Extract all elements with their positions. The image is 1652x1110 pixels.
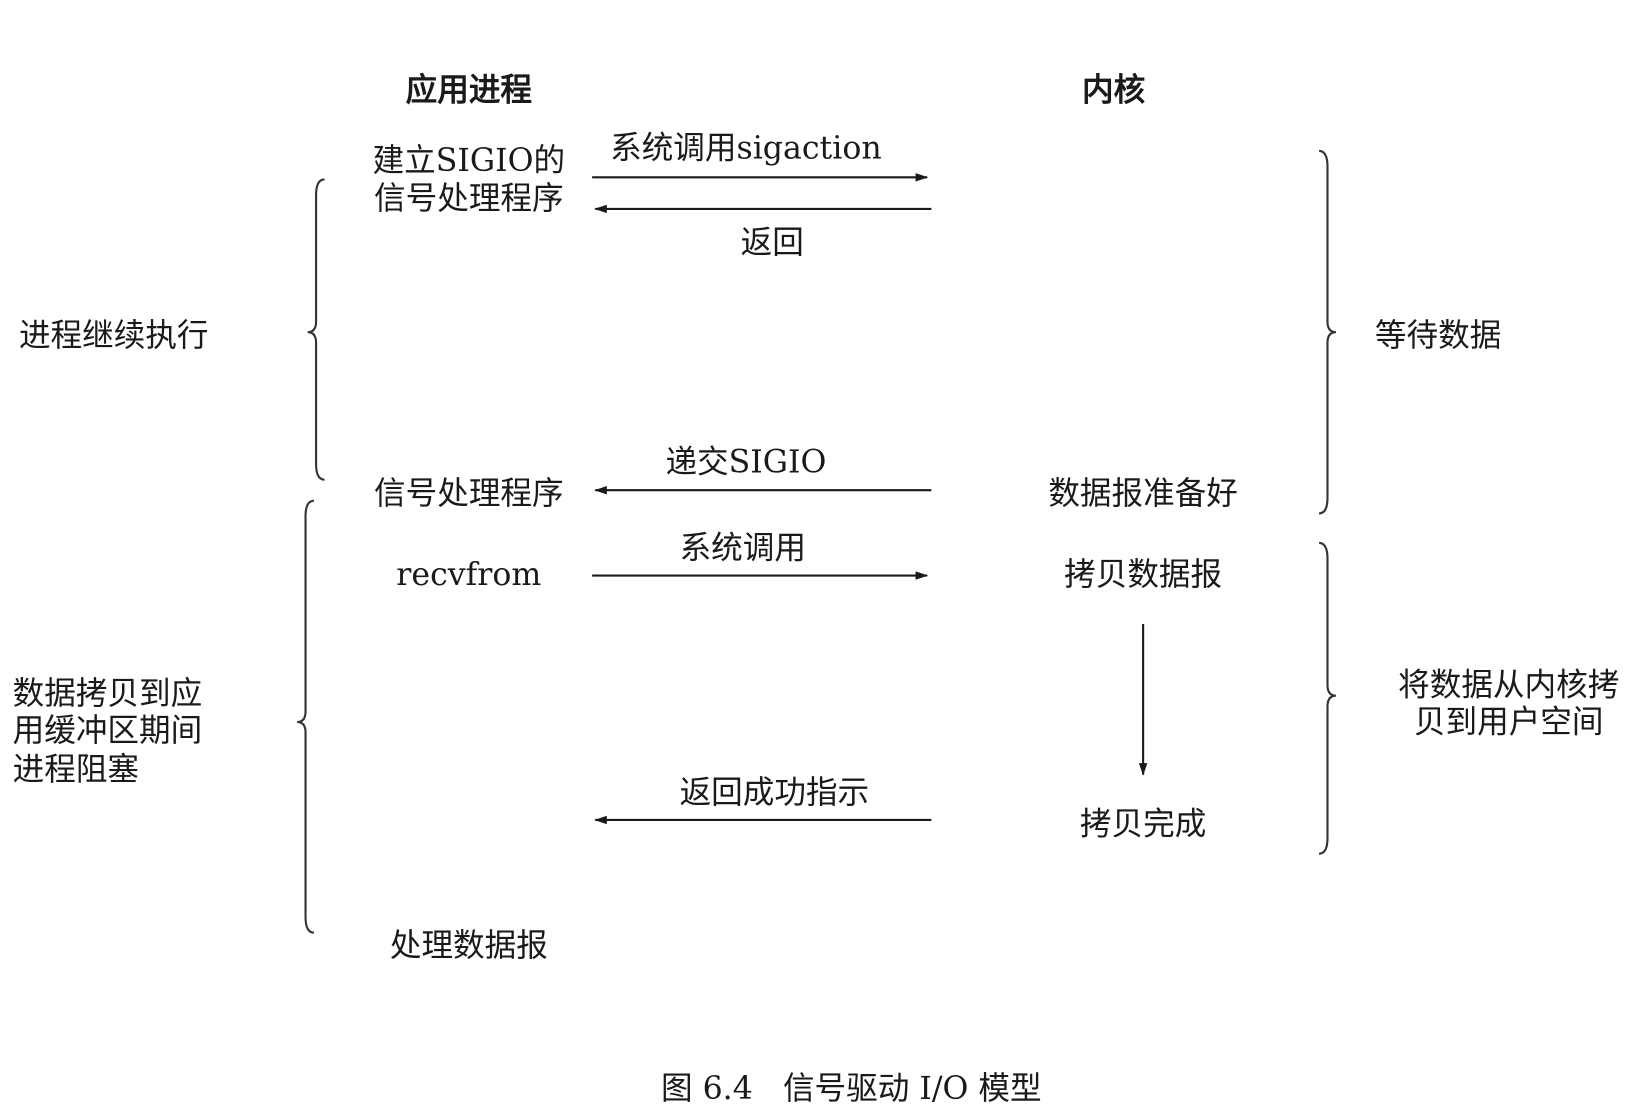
recvfrom-label: recvfrom xyxy=(396,557,541,593)
left-brace-continue xyxy=(307,178,325,481)
copy-label-line2: 贝到用户空间 xyxy=(1414,705,1604,741)
success-label: 返回成功指示 xyxy=(680,775,870,811)
header-app-process: 应用进程 xyxy=(406,71,532,108)
copy-done-label: 拷贝完成 xyxy=(1080,807,1206,843)
blocked-label-line3: 进程阻塞 xyxy=(13,752,139,788)
datagram-ready-label: 数据报准备好 xyxy=(1048,476,1238,512)
signal-handler-label: 信号处理程序 xyxy=(374,476,564,512)
return-label: 返回 xyxy=(741,225,804,261)
setup-handler-line1: 建立SIGIO的 xyxy=(373,143,566,179)
syscall-label: 系统调用 xyxy=(680,531,806,567)
copy-datagram-label: 拷贝数据报 xyxy=(1064,557,1222,593)
header-kernel: 内核 xyxy=(1082,71,1146,108)
sigaction-label: 系统调用sigaction xyxy=(610,130,882,166)
figure-caption: 图 6.4 信号驱动 I/O 模型 xyxy=(661,1071,1042,1107)
process-datagram-label: 处理数据报 xyxy=(390,928,548,964)
blocked-label-line1: 数据拷贝到应 xyxy=(13,676,203,712)
right-brace-copy xyxy=(1318,541,1336,855)
blocked-label-line2: 用缓冲区期间 xyxy=(13,713,203,749)
wait-label: 等待数据 xyxy=(1375,318,1501,354)
continue-label: 进程继续执行 xyxy=(19,318,209,354)
setup-handler-line2: 信号处理程序 xyxy=(374,181,564,217)
right-brace-wait xyxy=(1318,149,1336,515)
deliver-sigio-label: 递交SIGIO xyxy=(665,444,826,480)
left-brace-blocked xyxy=(297,499,315,934)
copy-label-line1: 将数据从内核拷 xyxy=(1398,668,1619,704)
